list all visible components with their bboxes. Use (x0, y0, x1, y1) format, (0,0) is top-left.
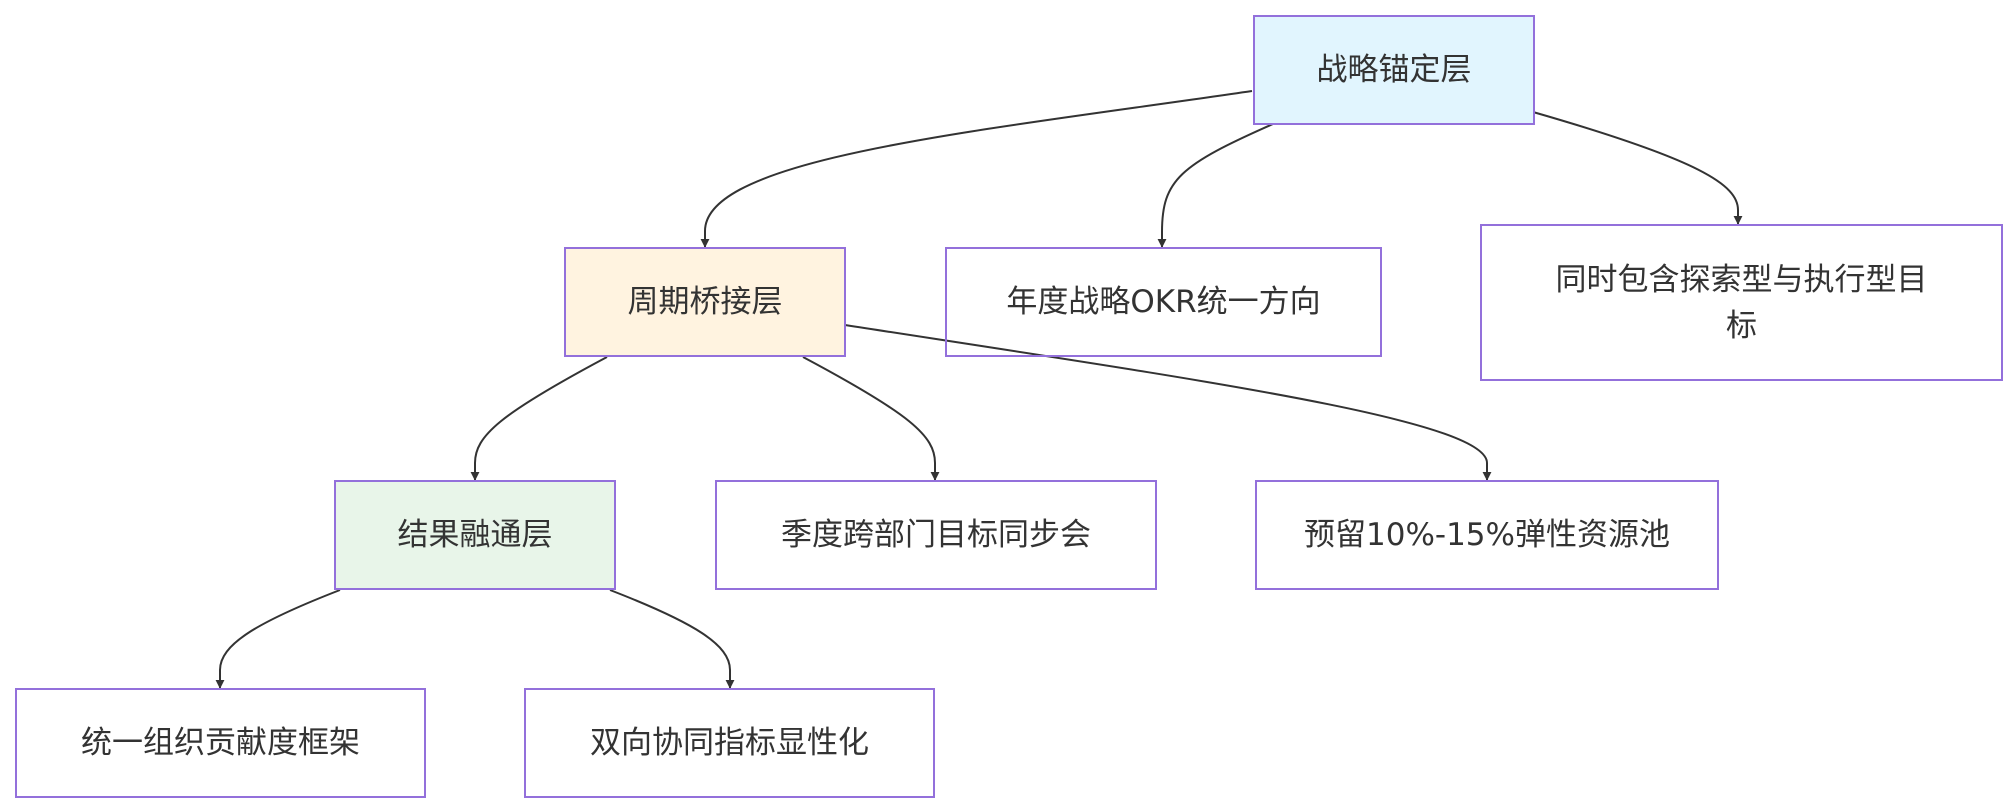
edge-result-to-collab-metrics (609, 589, 735, 689)
node-explore-execute[interactable]: 同时包含探索型与执行型目标 (1480, 224, 2003, 381)
node-result-layer[interactable]: 结果融通层 (334, 480, 616, 590)
node-contribution-framework-label: 统一组织贡献度框架 (81, 725, 360, 761)
node-bridge-layer-label: 周期桥接层 (627, 284, 783, 320)
node-collab-metrics-label: 双向协同指标显性化 (590, 725, 869, 761)
node-annual-okr[interactable]: 年度战略OKR统一方向 (945, 247, 1382, 357)
node-quarterly-sync-label: 季度跨部门目标同步会 (781, 517, 1091, 553)
node-elastic-pool-label: 预留10%-15%弹性资源池 (1304, 517, 1670, 553)
node-collab-metrics[interactable]: 双向协同指标显性化 (524, 688, 935, 798)
node-annual-okr-label: 年度战略OKR统一方向 (1006, 284, 1321, 320)
node-strategy-layer[interactable]: 战略锚定层 (1253, 15, 1535, 125)
edge-strategy-to-bridge (700, 90, 1253, 248)
node-elastic-pool[interactable]: 预留10%-15%弹性资源池 (1255, 480, 1719, 590)
node-quarterly-sync[interactable]: 季度跨部门目标同步会 (715, 480, 1157, 590)
edge-bridge-to-elastic-pool (844, 324, 1492, 481)
node-bridge-layer[interactable]: 周期桥接层 (564, 247, 846, 357)
edge-strategy-to-explore-execute (1532, 111, 1743, 225)
node-contribution-framework[interactable]: 统一组织贡献度框架 (15, 688, 426, 798)
node-explore-execute-label: 同时包含探索型与执行型目标 (1555, 261, 1928, 344)
edge-bridge-to-quarterly-sync (802, 356, 940, 481)
edge-result-to-contribution-framework (215, 589, 341, 689)
node-strategy-layer-label: 战略锚定层 (1316, 52, 1472, 88)
edge-strategy-to-annual-okr (1157, 123, 1274, 248)
edge-bridge-to-result (470, 356, 608, 481)
node-result-layer-label: 结果融通层 (397, 517, 553, 553)
